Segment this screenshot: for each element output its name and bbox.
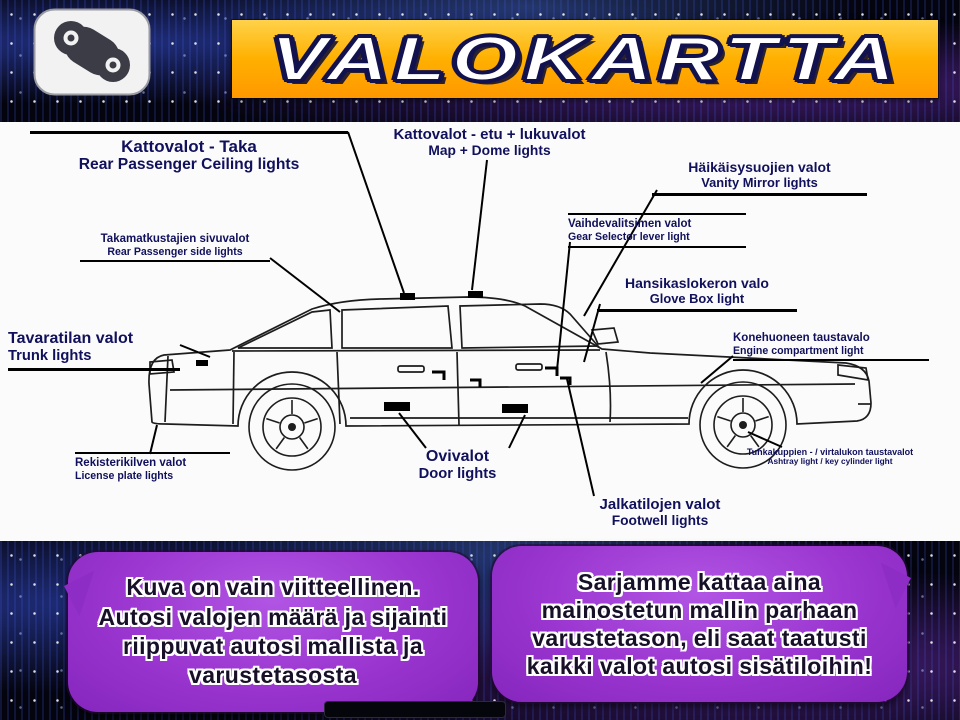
label-fi: Takamatkustajien sivuvalot bbox=[100, 233, 250, 245]
label-trunk-lights: Tavaratilan valot Trunk lights bbox=[8, 330, 180, 371]
label-fi: Vaihdevalitsimen valot bbox=[568, 218, 692, 230]
disclaimer-text: Kuva on vain viitteellinen. Autosi valoj… bbox=[98, 574, 448, 689]
label-fi: Konehuoneen taustavalo bbox=[733, 332, 870, 344]
leader-lines bbox=[149, 131, 783, 497]
label-gear-selector-light: Vaihdevalitsimen valot Gear Selector lev… bbox=[568, 213, 746, 249]
car-diagram-area: Kattovalot - Taka Rear Passenger Ceiling… bbox=[0, 122, 960, 541]
label-footwell-lights: Jalkatilojen valot Footwell lights bbox=[566, 496, 754, 529]
header-band: VALOKARTTA bbox=[0, 0, 960, 122]
speech-bubble-disclaimer: Kuva on vain viitteellinen. Autosi valoj… bbox=[68, 552, 478, 712]
label-en: Gear Selector lever light bbox=[568, 231, 690, 244]
rear-wheel bbox=[248, 383, 336, 471]
label-rear-passenger-side-lights: Takamatkustajien sivuvalot Rear Passenge… bbox=[80, 233, 270, 263]
title-banner: VALOKARTTA bbox=[232, 20, 938, 98]
promise-text: Sarjamme kattaa aina mainostetun mallin … bbox=[526, 568, 873, 680]
label-en: Door lights bbox=[418, 466, 497, 483]
label-en: License plate lights bbox=[75, 470, 174, 483]
speech-bubble-promise: Sarjamme kattaa aina mainostetun mallin … bbox=[492, 546, 907, 702]
label-fi: Ovivalot bbox=[425, 448, 490, 465]
label-fi: Tavaratilan valot bbox=[8, 330, 134, 347]
seller-logo-icon bbox=[33, 8, 151, 96]
car-illustration bbox=[148, 131, 872, 497]
footer-band: Kuva on vain viitteellinen. Autosi valoj… bbox=[0, 541, 960, 720]
label-fi: Häikäisysuojien valot bbox=[688, 159, 831, 175]
label-fi: Rekisterikilven valot bbox=[75, 457, 187, 469]
label-fi: Hansikaslokeron valo bbox=[625, 275, 769, 291]
label-fi: Tuhkakuppien - / virtalukon taustavalot bbox=[746, 447, 914, 457]
watermark-bar bbox=[325, 702, 505, 717]
label-fi: Kattovalot - etu + lukuvalot bbox=[393, 126, 586, 143]
label-engine-compartment-light: Konehuoneen taustavalo Engine compartmen… bbox=[733, 332, 929, 362]
label-fi: Kattovalot - Taka bbox=[121, 137, 257, 156]
label-vanity-mirror-lights: Häikäisysuojien valot Vanity Mirror ligh… bbox=[652, 159, 867, 196]
page-title: VALOKARTTA bbox=[268, 24, 901, 95]
label-en: Rear Passenger Ceiling lights bbox=[78, 156, 300, 174]
car-body-outline bbox=[148, 296, 872, 427]
label-rear-ceiling-lights: Kattovalot - Taka Rear Passenger Ceiling… bbox=[30, 131, 348, 174]
label-en: Footwell lights bbox=[611, 513, 709, 529]
label-en: Rear Passenger side lights bbox=[107, 246, 243, 259]
label-en: Vanity Mirror lights bbox=[701, 174, 818, 190]
label-map-dome-lights: Kattovalot - etu + lukuvalot Map + Dome … bbox=[352, 126, 627, 159]
label-en: Trunk lights bbox=[8, 348, 92, 365]
label-door-lights: Ovivalot Door lights bbox=[400, 448, 515, 483]
interior-light-markers bbox=[432, 366, 572, 387]
label-license-plate-lights: Rekisterikilven valot License plate ligh… bbox=[75, 452, 230, 482]
label-ashtray-key-cylinder-lights: Tuhkakuppien - / virtalukon taustavalot … bbox=[735, 447, 925, 467]
label-en: Map + Dome lights bbox=[428, 143, 551, 159]
label-fi: Jalkatilojen valot bbox=[599, 496, 721, 513]
label-en: Glove Box light bbox=[649, 290, 745, 306]
label-en: Engine compartment light bbox=[733, 345, 864, 358]
label-glove-box-light: Hansikaslokeron valo Glove Box light bbox=[597, 275, 797, 312]
label-en: Ashtray light / key cylinder light bbox=[767, 457, 893, 467]
light-position-markers bbox=[196, 291, 528, 413]
